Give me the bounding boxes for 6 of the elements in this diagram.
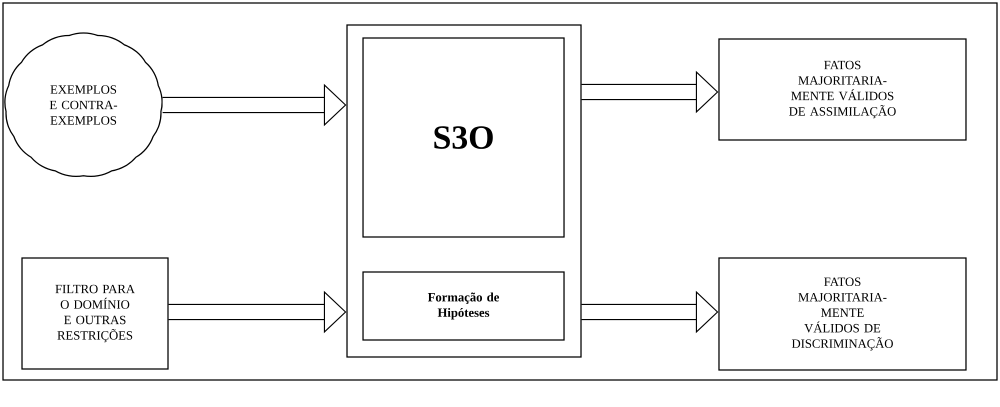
text-box: FATOS MAJORITARIA-MENTE VÁLIDOS DE ASSIMILAÇÃO <box>718 38 967 141</box>
text-box: Formação de Hipóteses <box>362 271 565 341</box>
text-box: FATOS MAJORITARIA-MENTE VÁLIDOS DE DISCRIMINAÇÃO <box>718 257 967 371</box>
text-box: FILTRO PARA O DOMÍNIO E OUTRAS RESTRIÇÕES <box>21 257 169 370</box>
text-box: S3O <box>362 37 565 238</box>
system-box <box>346 24 582 358</box>
